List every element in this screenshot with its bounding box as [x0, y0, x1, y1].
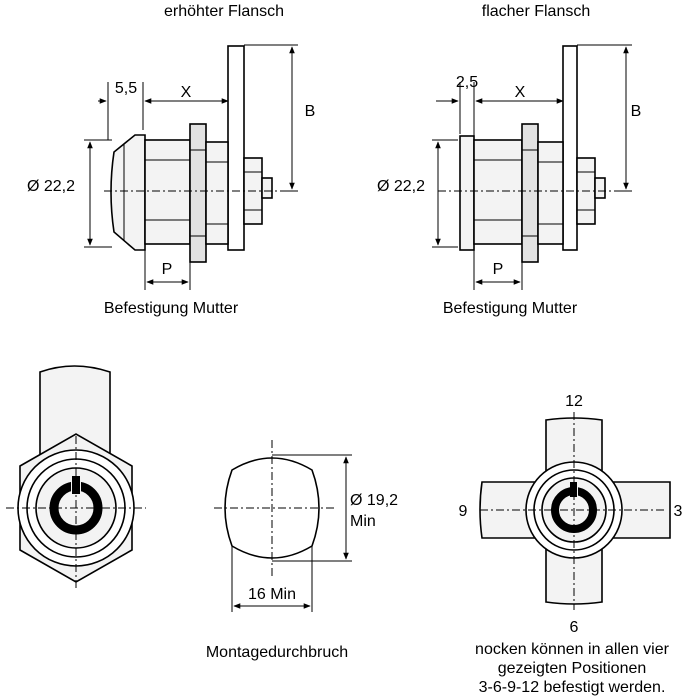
mounting-nut [189, 123, 207, 263]
raised-flange-body [110, 134, 146, 251]
lock-body-cylinder [144, 139, 191, 245]
caption-mount-raised: Befestigung Mutter [104, 300, 239, 317]
note-line-3: 3-6-9-12 befestigt werden. [479, 679, 666, 696]
mounting-panel [227, 45, 245, 251]
cutout-width: 16 Min [248, 586, 296, 603]
cam-positions-view: 12 3 6 9 nocken können in allen vier gez… [459, 393, 683, 696]
cam-screw-tip [261, 177, 273, 199]
threaded-section [537, 141, 564, 245]
cutout-diameter-min: Min [350, 513, 376, 530]
position-3: 3 [674, 503, 683, 520]
flat-flange-body [459, 135, 475, 251]
cam-screw-tip [594, 177, 606, 199]
dim-offset-flat: 2,5 [456, 74, 478, 91]
position-12: 12 [565, 393, 583, 410]
mounting-panel [562, 45, 578, 251]
dim-p-raised: P [162, 261, 173, 278]
dim-x-flat: X [515, 84, 526, 101]
note-line-2: gezeigten Positionen [498, 660, 647, 677]
caption-mount-flat: Befestigung Mutter [443, 300, 578, 317]
mounting-cutout: Ø 19,2 Min 16 Min Montagedurchbruch [206, 440, 398, 661]
dim-offset-raised: 5,5 [115, 80, 137, 97]
dim-b-flat: B [631, 103, 642, 120]
position-6: 6 [570, 619, 579, 636]
threaded-section [205, 141, 229, 245]
title-flat-flange: flacher Flansch [482, 3, 591, 20]
dim-x-raised: X [181, 84, 192, 101]
note-line-1: nocken können in allen vier [475, 641, 670, 658]
dim-diameter-raised: Ø 22,2 [27, 178, 75, 195]
side-view-flat-flange: flacher Flansch 2,5 X B [377, 3, 641, 317]
side-view-raised-flange: erhöhter Flansch 5,5 X [27, 3, 315, 317]
cutout-caption: Montagedurchbruch [206, 644, 348, 661]
cutout-diameter: Ø 19,2 [350, 492, 398, 509]
lock-body-cylinder [473, 139, 523, 245]
dim-b-raised: B [305, 103, 316, 120]
position-9: 9 [459, 503, 468, 520]
front-view-with-cam [6, 365, 146, 590]
dim-p-flat: P [493, 261, 504, 278]
mounting-nut [521, 123, 539, 263]
dim-diameter-flat: Ø 22,2 [377, 178, 425, 195]
title-raised-flange: erhöhter Flansch [164, 3, 284, 20]
